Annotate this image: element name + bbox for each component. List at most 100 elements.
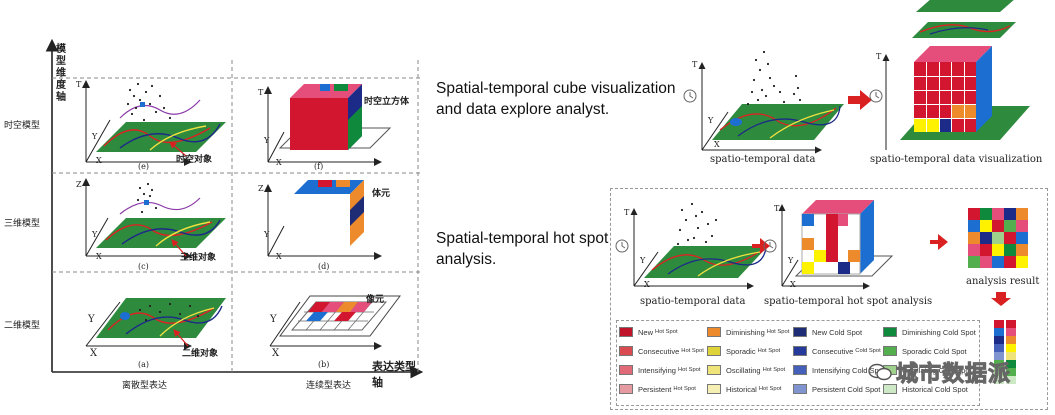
legend-label: Historical Cold Spot (902, 384, 968, 394)
s2-axis-y-left: Y (640, 256, 646, 265)
row-label-2d: 二维模型 (4, 321, 41, 331)
panel-c-annotation: 三维对象 (180, 253, 217, 263)
s2-axis-x-left: X (644, 280, 650, 289)
panel-a-annotation: 二维对象 (182, 349, 219, 359)
panel-a-axis-x: X (90, 348, 98, 359)
legend-sublabel: Cold Spot (855, 348, 881, 354)
panel-e-annotation: 时空对象 (176, 155, 213, 165)
legend-label: Intensifying (638, 365, 676, 375)
legend-label: Diminishing (726, 327, 765, 337)
panel-b-annotation: 像元 (366, 295, 385, 305)
panel-d-axis-z: Z (258, 184, 264, 193)
panel-c-axis-y: Y (92, 230, 98, 239)
panel-b-letter: (b) (318, 360, 330, 369)
s2-axis-y-right: Y (788, 256, 794, 265)
s2-axis-t-right: T (774, 204, 780, 213)
legend-swatch (707, 346, 721, 356)
s1-axis-t-left: T (692, 60, 698, 69)
legend-label: Oscillating Cold Spot (902, 365, 972, 375)
heading-cube-line2: and data explore analyst. (436, 101, 610, 118)
caption-st-visualization: spatio-temporal data visualization (870, 154, 1043, 165)
panel-c-axis-x: X (96, 252, 102, 261)
panel-b-graphic (269, 295, 401, 350)
s1-axis-x-left: X (714, 140, 720, 149)
panel-a-graphic (85, 298, 226, 350)
legend-label: Diminishing Cold Spot (902, 327, 976, 337)
hot-spot-cube-face (802, 214, 860, 274)
legend-swatch (883, 327, 897, 337)
cube-visualization-graphic (683, 0, 1030, 154)
col-label-discrete: 离散型表达 (122, 381, 168, 391)
legend-sublabel: Hot Spot (757, 348, 781, 354)
panel-d-graphic (264, 180, 382, 260)
legend-item: Historical Cold Spot (883, 384, 968, 394)
legend-item: Sporadic Cold Spot (883, 346, 967, 356)
panel-a-axis-y: Y (88, 314, 95, 325)
row-label-3d: 三维模型 (4, 219, 41, 229)
legend-swatch (793, 327, 807, 337)
legend-swatch (619, 346, 633, 356)
watermark-text: 城市数据派 (895, 362, 1012, 388)
legend-label: Consecutive (812, 346, 854, 356)
legend-swatch (793, 365, 807, 375)
legend-item: Persistent Cold Spot (793, 384, 880, 394)
panel-d-axis-x: X (276, 252, 282, 261)
legend-swatch (793, 346, 807, 356)
hot-spot-dashed-frame (610, 188, 1048, 410)
panel-d-annotation: 体元 (372, 189, 391, 199)
panel-f-graphic (264, 84, 392, 166)
legend-label: Persistent (638, 384, 672, 394)
legend-swatch (883, 384, 897, 394)
legend-sublabel: Hot Spot (766, 329, 790, 335)
legend-label: Sporadic (726, 346, 756, 356)
panel-e-letter: (e) (138, 162, 149, 171)
heading-hot-spot-line1: Spatial-temporal hot spot (436, 230, 609, 247)
s2-axis-t-left: T (624, 208, 630, 217)
heading-hot-spot: Spatial-temporal hot spot analysis. (436, 228, 608, 270)
y-axis-title: 模型维度轴 (56, 44, 66, 103)
legend-item: New Cold Spot (793, 327, 862, 337)
x-axis-title: 表达类型轴 (372, 360, 416, 389)
legend-sublabel: Hot Spot (758, 386, 782, 392)
analysis-result-mosaic (968, 208, 1028, 268)
s2-axis-x-right: X (790, 280, 796, 289)
panel-c-graphic (82, 178, 226, 260)
panel-a-letter: (a) (138, 360, 150, 369)
legend-swatch (619, 327, 633, 337)
panel-d-axis-y: Y (264, 230, 270, 239)
legend-label: Persistent Cold Spot (812, 384, 881, 394)
heading-cube-line1: Spatial-temporal cube visualization (436, 80, 676, 97)
legend-label: Sporadic Cold Spot (902, 346, 967, 356)
legend-swatch (707, 365, 721, 375)
model-matrix-figure: 模型维度轴 表达类型轴 时空模型 三维模型 二维模型 离散型表达 连续型表达 T… (0, 0, 425, 415)
legend-sublabel: Hot Spot (762, 367, 786, 373)
legend-swatch (707, 327, 721, 337)
caption-hot-spot-analysis: spatio-temporal hot spot analysis (764, 296, 933, 307)
legend-label: Oscillating (726, 365, 761, 375)
panel-f-axis-y: Y (264, 136, 270, 145)
legend-label: New (638, 327, 654, 337)
legend-swatch (883, 346, 897, 356)
caption-st-data-1: spatio-temporal data (710, 154, 816, 165)
caption-st-data-2: spatio-temporal data (640, 296, 746, 307)
panel-e-axis-x: X (96, 156, 102, 165)
s1-axis-t-right: T (876, 52, 882, 61)
legend-swatch (619, 365, 633, 375)
wechat-logo-icon (868, 363, 892, 381)
panel-f-letter: (f) (314, 162, 324, 171)
panel-c-letter: (c) (138, 262, 149, 271)
legend-item: Diminishing Cold Spot (883, 327, 976, 337)
legend-sublabel: Hot Spot (655, 329, 678, 335)
legend-sublabel: Hot Spot (673, 386, 696, 392)
caption-analysis-result: analysis result (966, 276, 1040, 287)
panel-f-axis-t: T (258, 88, 264, 97)
panel-c-axis-z: Z (76, 180, 82, 189)
